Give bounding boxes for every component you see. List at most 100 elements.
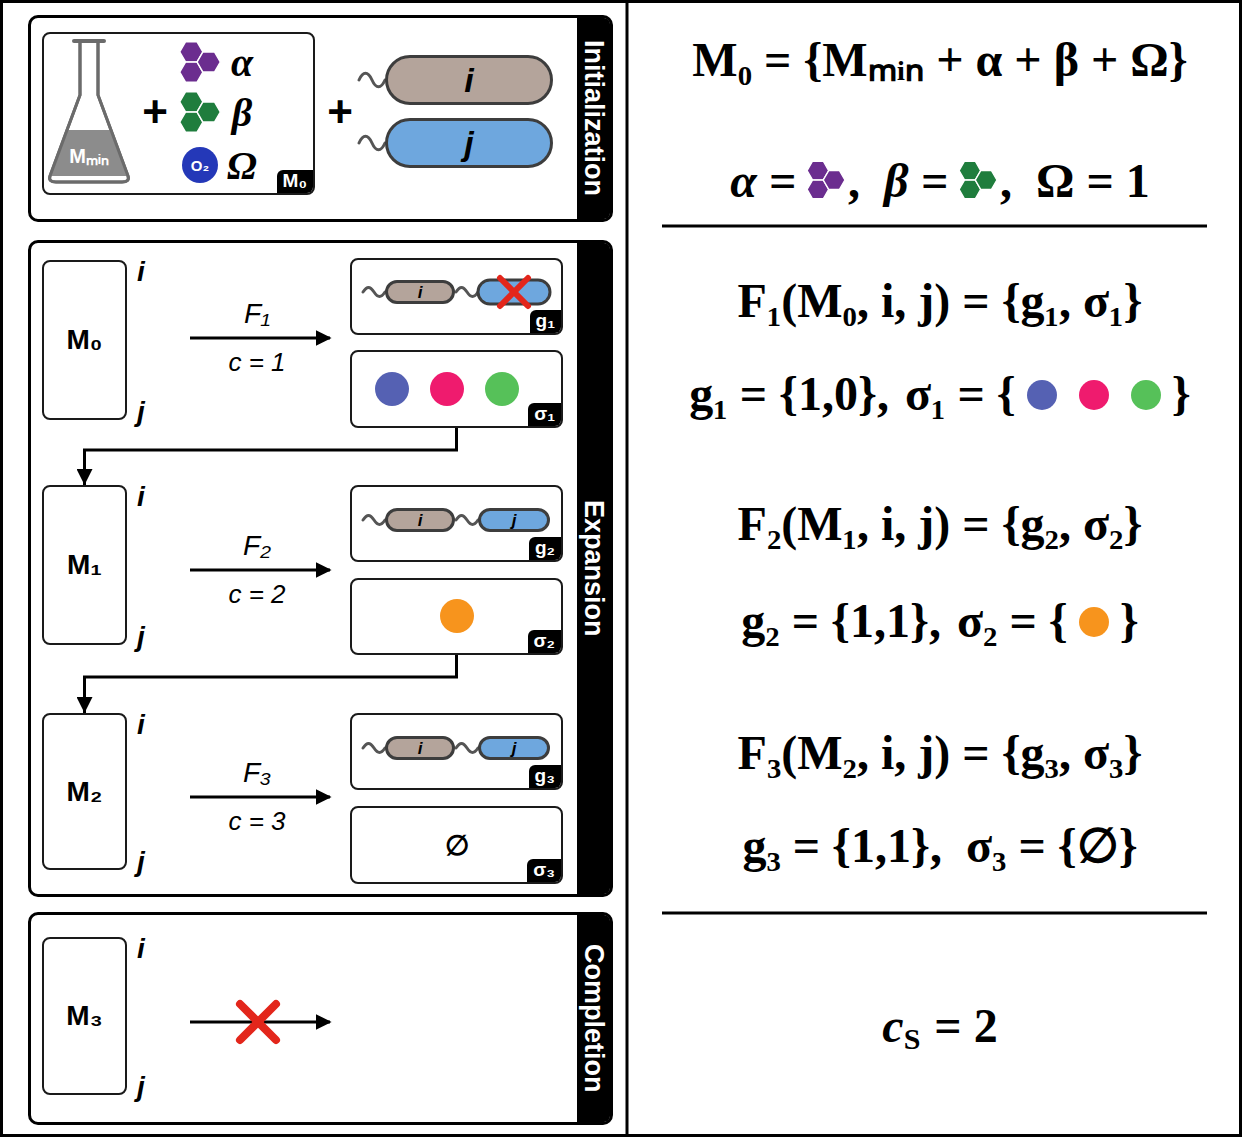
state-badge: σ₂	[528, 630, 561, 653]
rule-line	[662, 225, 1207, 228]
metabolite-dots	[375, 372, 519, 633]
cell-label: j	[512, 740, 517, 757]
state-box: M₁ij	[42, 485, 127, 645]
formula-row: M₀ = {Mₘᵢₙ + α + β + Ω}	[640, 17, 1240, 97]
oxygen-label: O₂	[191, 157, 209, 174]
step-arrows	[190, 338, 330, 1022]
formula-text: S	[904, 1022, 921, 1056]
metabolite-dots	[1068, 600, 1120, 640]
formula-row: F₂(M₁, i, j) = {g₂, σ₂}	[640, 483, 1240, 563]
state-badge: g₂	[529, 537, 561, 560]
state-badge: σ₁	[528, 403, 561, 426]
formula-text: M₀ = {Mₘᵢₙ + α + β + Ω}	[692, 25, 1187, 90]
formula-text: β =	[884, 153, 948, 208]
nutrient-symbol: Ω	[227, 142, 257, 189]
formula-text: Ω = 1	[1036, 153, 1150, 208]
state-box: M₃ij	[42, 937, 127, 1095]
cell-label: j	[512, 512, 517, 529]
panel-title: Completion	[580, 944, 607, 1093]
molecule-icon	[807, 161, 845, 199]
metabolite-dots	[1016, 373, 1172, 413]
state-box: i j g₂	[350, 485, 563, 562]
stage-panel: M₀ ij Initialization	[28, 15, 613, 222]
formula-row: g₁ = {1,0},σ₁ = {}	[640, 353, 1240, 433]
state-name: M₂	[44, 776, 125, 808]
panel-title: Initialization	[580, 40, 607, 196]
alpha-molecule	[180, 42, 221, 82]
beta-molecule	[180, 92, 221, 132]
stage-panel: M₃ijCompletion	[28, 912, 613, 1125]
feedback-arrow	[85, 428, 457, 485]
cell-label: i	[464, 61, 473, 100]
formula-text: σ₁ = {	[905, 366, 1016, 421]
state-badge: g₁	[530, 310, 561, 333]
cell-id-label: j	[137, 846, 145, 878]
cell-label: i	[418, 512, 423, 529]
cell-label: i	[418, 284, 423, 301]
metabolite-dot	[1079, 607, 1109, 637]
panel-band: Completion	[577, 915, 610, 1122]
formula-text: F₂(M₁, i, j) = {g₂, σ₂}	[738, 496, 1143, 551]
formula-text: F₁(M₀, i, j) = {g₁, σ₁}	[738, 273, 1143, 328]
plus-sign: +	[142, 87, 168, 137]
stage-panel: M₀ijig₁σ₁M₁ijijg₂σ₂M₂ijijg₃∅σ₃Expansion	[28, 240, 613, 897]
bacterium-cell: i	[385, 736, 455, 760]
molecule-icon	[804, 160, 848, 200]
cycle-label: c = 2	[228, 579, 285, 610]
bacterium-cell: i	[385, 55, 553, 105]
function-label: F₁	[244, 298, 270, 330]
cell-id-label: i	[137, 481, 145, 513]
formula-row: F₁(M₀, i, j) = {g₁, σ₁}	[640, 260, 1240, 340]
state-badge: g₃	[529, 765, 561, 788]
cell-id-label: i	[137, 709, 145, 741]
state-box: M₀	[42, 32, 315, 195]
function-label: F₂	[243, 530, 271, 562]
feedback-arrow	[85, 655, 457, 713]
formula-row: g₂ = {1,1},σ₂ = {}	[640, 580, 1240, 660]
formula-text: g₂ = {1,1},	[741, 593, 941, 648]
formula-row: g₃ = {1,1}, σ₃ = {∅}	[640, 805, 1240, 885]
formula-row: cS= 2	[640, 985, 1240, 1065]
state-name: M₃	[44, 1000, 125, 1032]
state-box: σ₁	[350, 350, 563, 428]
state-box: M₀ij	[42, 260, 127, 420]
formula-row: α =,β =,Ω = 1	[640, 140, 1240, 220]
nutrient-symbol: β	[232, 89, 253, 136]
flagella	[359, 73, 478, 752]
molecule-icon	[959, 161, 997, 199]
cell-id-label: i	[137, 256, 145, 288]
cell-id-label: i	[137, 933, 145, 965]
cell-id-label: j	[137, 621, 145, 653]
state-name: ∅	[352, 829, 561, 862]
formula-text: ,	[848, 153, 860, 208]
cycle-label: c = 1	[228, 347, 285, 378]
formula-row: F₃(M₂, i, j) = {g₃, σ₃}	[640, 712, 1240, 792]
formula-text: }	[1172, 366, 1191, 421]
formula-text: ,	[1000, 153, 1012, 208]
cell-id-label: j	[137, 1071, 145, 1103]
cell-id-label: j	[137, 396, 145, 428]
formula-text: F₃(M₂, i, j) = {g₃, σ₃}	[738, 725, 1143, 780]
bacterium-cell: i	[385, 280, 455, 304]
state-box: σ₂	[350, 578, 563, 655]
plus-sign: +	[327, 87, 353, 137]
state-name: M₁	[44, 549, 125, 581]
cell-label: j	[464, 124, 473, 163]
formula-text: σ₂ = {	[957, 593, 1068, 648]
stop-cross	[240, 1004, 276, 1040]
state-badge: σ₃	[527, 859, 561, 882]
panel-title: Expansion	[580, 500, 607, 637]
state-box: i j g₃	[350, 713, 563, 790]
metabolite-dot	[1027, 380, 1057, 410]
oxygen-circle	[182, 147, 218, 183]
metabolite-dot	[1079, 380, 1109, 410]
bacterium-cell: j	[478, 736, 550, 760]
cycle-label: c = 3	[228, 806, 285, 837]
column-divider	[626, 0, 629, 1137]
state-box: ∅σ₃	[350, 806, 563, 884]
nutrient-symbol: α	[231, 39, 253, 86]
bacterium-cell: i	[385, 508, 455, 532]
panel-band: Initialization	[577, 18, 610, 219]
